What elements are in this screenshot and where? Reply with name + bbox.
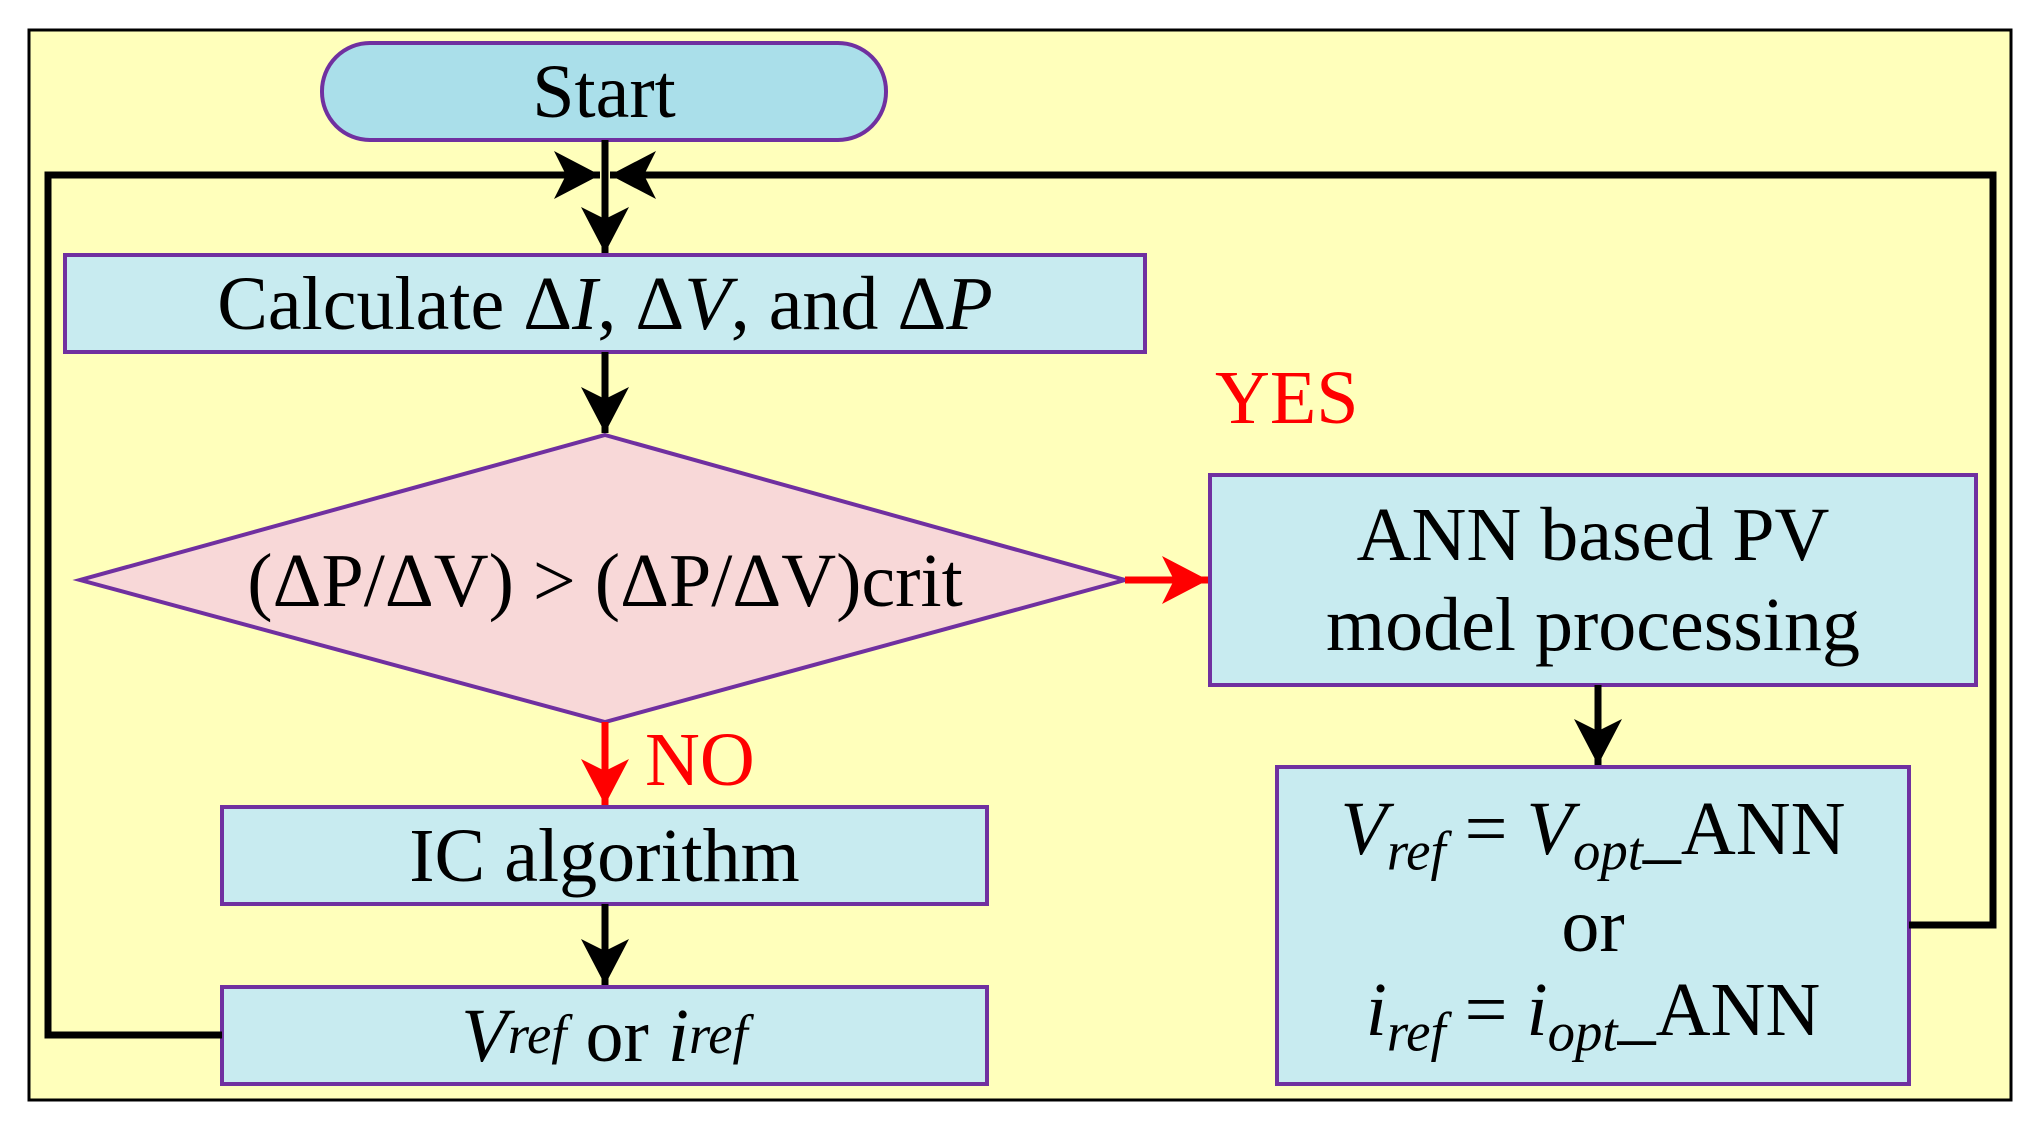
start-label: Start: [532, 49, 676, 134]
loop-left-feedback: [44, 151, 600, 1039]
ic-algorithm-box: [220, 805, 989, 906]
loop-right-feedback: [610, 151, 1997, 929]
calculate-box: [63, 253, 1147, 354]
ann-processing-box: [1208, 473, 1978, 687]
ic-algorithm-label: IC algorithm: [409, 813, 800, 898]
ann-output-box: [1275, 765, 1911, 1086]
vref-equation: Vref = Vopt_ANN: [1340, 787, 1846, 882]
yes-label: YES: [1215, 356, 1359, 440]
no-label: NO: [645, 718, 755, 802]
decision-label: (ΔP/ΔV) > (ΔP/ΔV)crit: [247, 539, 963, 623]
iref-equation: iref = iopt_ANN: [1365, 967, 1821, 1062]
ann-output-label: Vref = Vopt_ANN or iref = iopt_ANN: [1340, 787, 1846, 1062]
ann-processing-label: ANN based PV model processing: [1325, 493, 1860, 667]
vref-iref-box: [220, 985, 989, 1086]
